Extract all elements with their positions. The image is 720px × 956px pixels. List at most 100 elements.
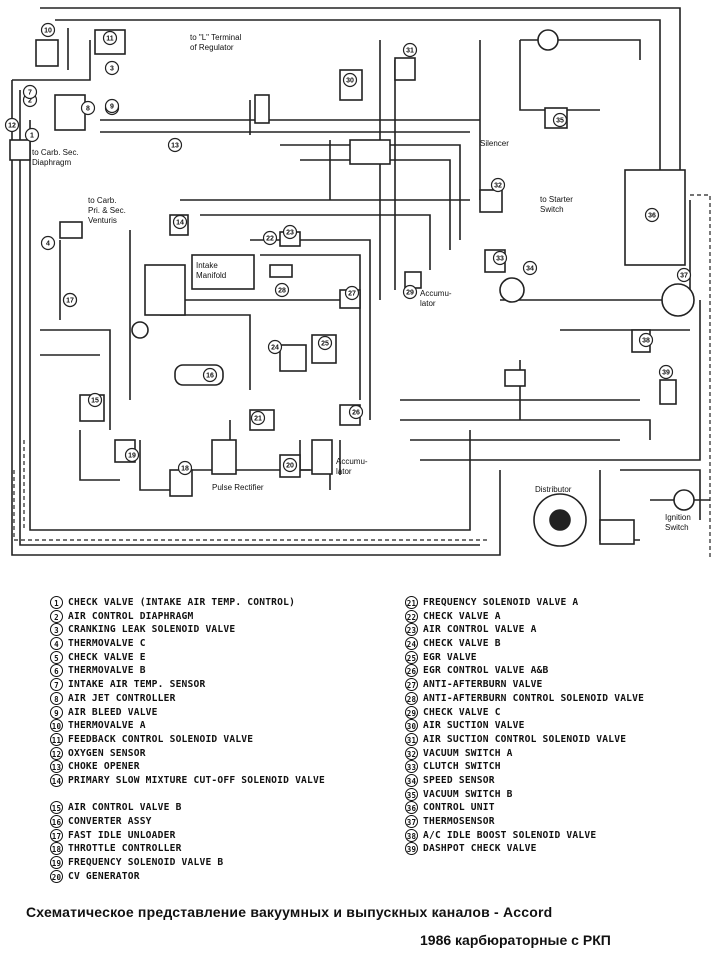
legend-text: FREQUENCY SOLENOID VALVE A [423,597,579,608]
callout-number: 10 [44,28,52,35]
legend-number: 7 [50,678,63,692]
label-accumulator-1: Accumu-lator [420,289,452,308]
legend-text: CRANKING LEAK SOLENOID VALVE [68,624,236,636]
legend-number: 37 [405,815,418,828]
legend-text: CHECK VALVE A [423,610,501,622]
callout-number: 11 [106,36,114,43]
callout-number: 13 [171,143,179,150]
legend-text: THERMOVALVE C [68,638,146,650]
legend-number: 3 [50,623,63,637]
legend-number: 31 [405,732,418,746]
label-distributor: Distributor [535,485,572,494]
callout-7: 7 [22,84,38,100]
callout-number: 36 [648,213,656,220]
legend-number: 6 [50,664,63,678]
callout-26: 26 [348,404,364,420]
legend-text: THROTTLE CONTROLLER [68,843,182,855]
legend-text: FAST IDLE UNLOADER [68,829,176,841]
legend-text: CONTROL UNIT [423,802,495,814]
legend-item: 3 CRANKING LEAK SOLENOID VALVE [50,623,420,637]
callout-number: 1 [30,133,34,140]
legend-item: 9 AIR BLEED VALVE [50,705,420,720]
callout-8: 8 [80,100,96,116]
legend-number: 19 [50,856,63,870]
callout-34: 34 [522,260,538,276]
callout-number: 22 [266,236,274,243]
callout-number: 20 [286,463,294,470]
callout-24: 24 [267,339,283,355]
callout-number: 31 [406,48,414,55]
legend-item: 21 FREQUENCY SOLENOID VALVE A [405,596,720,610]
legend-number: 28 [405,691,418,705]
callout-17: 17 [62,292,78,308]
callout-number: 21 [254,416,262,423]
legend-text: CHECK VALVE E [68,651,146,663]
callout-number: 16 [206,373,214,380]
legend-text: FEEDBACK CONTROL SOLENOID VALVE [68,733,254,745]
hose-lines [11,7,710,556]
legend-text: EGR VALVE [423,651,477,663]
callout-number: 9 [110,104,114,111]
callout-number: 28 [278,288,286,295]
legend-number: 27 [405,678,418,692]
legend-text: AIR BLEED VALVE [68,706,158,718]
callout-16: 16 [202,367,218,383]
callout-37: 37 [676,267,692,283]
legend-number: 9 [50,705,63,719]
callout-22: 22 [262,230,278,246]
caption-line-1: Схематическое представление вакуумных и … [26,904,553,920]
callout-1: 1 [24,127,40,143]
legend-text: CHECK VALVE B [423,638,501,650]
callout-11: 11 [102,30,118,46]
callout-27: 27 [344,285,360,301]
callout-number: 39 [662,370,670,377]
legend-number: 24 [405,637,418,651]
legend-text: AIR CONTROL VALVE A [423,624,537,636]
callout-20: 20 [282,457,298,473]
electric-lines [13,194,711,560]
legend-text: ANTI-AFTERBURN VALVE [423,679,543,691]
legend-text: OXYGEN SENSOR [68,747,146,759]
callout-12: 12 [4,117,20,133]
callout-13: 13 [167,137,183,153]
legend-text: CV GENERATOR [68,870,140,882]
callout-38: 38 [638,332,654,348]
legend-item: 27 ANTI-AFTERBURN VALVE [405,678,720,692]
callout-number: 12 [8,123,16,130]
legend-number: 30 [405,719,418,733]
legend-text: AIR SUCTION VALVE [423,720,525,732]
legend-number: 36 [405,801,418,815]
legend-number: 26 [405,664,418,678]
legend-number: 5 [50,650,63,664]
callout-39: 39 [658,364,674,380]
callout-number: 35 [556,118,564,125]
callout-21: 21 [250,410,266,426]
callout-number: 34 [526,266,534,273]
callout-number: 15 [91,398,99,405]
callout-number: 18 [181,466,189,473]
legend-number: 16 [50,815,63,829]
callout-29: 29 [402,284,418,300]
callout-numbers: 1234567891011121314151617181920212223242… [4,22,692,476]
callout-4: 4 [40,235,56,251]
legend-number: 23 [405,623,418,637]
legend-text: THERMOVALVE B [68,665,146,677]
callout-number: 2 [28,98,32,105]
legend-number: 21 [405,596,418,609]
